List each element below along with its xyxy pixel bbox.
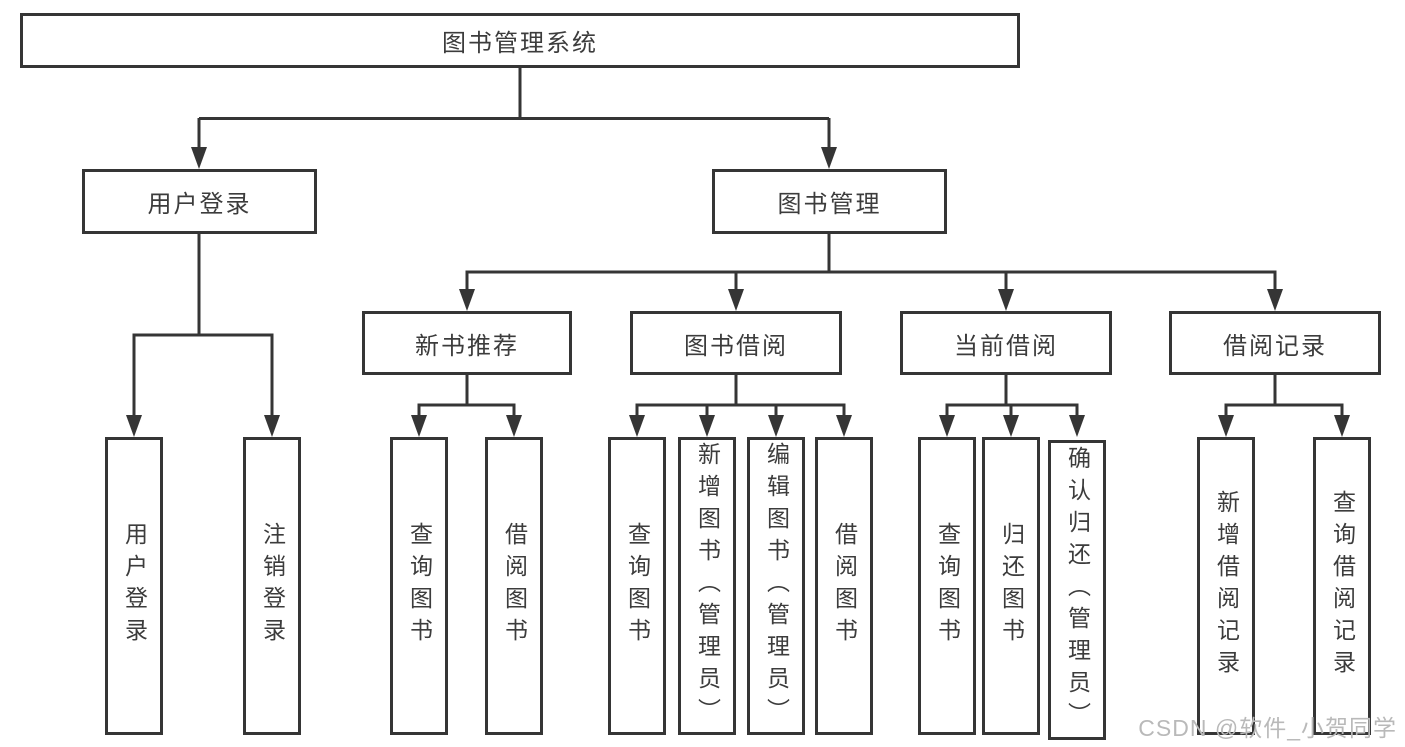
leaf-edit-books-admin: 编辑图书（管理员）: [747, 437, 805, 735]
leaf-label: 查询图书: [624, 522, 651, 650]
connectors-user-login-branch: [126, 234, 280, 437]
node-label: 图书管理系统: [442, 30, 598, 57]
connectors-borrowing-records: [1218, 375, 1350, 437]
leaf-label: 编辑图书（管理员）: [763, 442, 790, 730]
connectors-book-management-to-level3: [459, 234, 1283, 311]
leaf-query-borrow-record: 查询借阅记录: [1313, 437, 1371, 735]
connectors-current-borrowing: [939, 375, 1085, 437]
node-label: 新书推荐: [415, 332, 519, 360]
leaf-query-books-current: 查询图书: [918, 437, 976, 735]
node-label: 图书借阅: [684, 332, 788, 360]
leaf-borrow-books-borrowing: 借阅图书: [815, 437, 873, 735]
node-library-management-system: 图书管理系统: [20, 13, 1020, 68]
leaf-label: 新增图书（管理员）: [694, 442, 721, 730]
node-label: 图书管理: [777, 191, 882, 218]
leaf-label: 确认归还（管理员）: [1064, 446, 1091, 734]
node-label: 当前借阅: [954, 332, 1058, 360]
csdn-watermark: CSDN @软件_小贺同学: [1138, 715, 1397, 741]
leaf-user-login: 用户登录: [105, 437, 163, 735]
leaf-add-books-admin: 新增图书（管理员）: [678, 437, 736, 735]
leaf-confirm-return-admin: 确认归还（管理员）: [1048, 440, 1106, 740]
leaf-query-books-borrowing: 查询图书: [608, 437, 666, 735]
leaf-query-books-recommendation: 查询图书: [390, 437, 448, 735]
leaf-label: 新增借阅记录: [1213, 490, 1240, 682]
node-new-book-recommendation: 新书推荐: [362, 311, 572, 375]
connectors-book-borrowing: [629, 375, 852, 437]
leaf-label: 归还图书: [998, 522, 1025, 650]
connectors-new-book-recommendation: [411, 375, 522, 437]
connectors-root-to-level2: [191, 68, 837, 169]
leaf-return-books: 归还图书: [982, 437, 1040, 735]
leaf-label: 用户登录: [121, 522, 148, 650]
node-user-login-branch: 用户登录: [82, 169, 317, 234]
leaf-label: 查询借阅记录: [1329, 490, 1356, 682]
leaf-logout: 注销登录: [243, 437, 301, 735]
node-label: 用户登录: [147, 191, 252, 218]
leaf-label: 查询图书: [934, 522, 961, 650]
leaf-add-borrow-record: 新增借阅记录: [1197, 437, 1255, 735]
node-label: 借阅记录: [1223, 332, 1327, 360]
leaf-borrow-books-recommendation: 借阅图书: [485, 437, 543, 735]
leaf-label: 查询图书: [406, 522, 433, 650]
leaf-label: 借阅图书: [831, 522, 858, 650]
leaf-label: 借阅图书: [501, 522, 528, 650]
node-book-management-branch: 图书管理: [712, 169, 947, 234]
node-current-borrowing: 当前借阅: [900, 311, 1112, 375]
leaf-label: 注销登录: [259, 522, 286, 650]
node-book-borrowing: 图书借阅: [630, 311, 842, 375]
node-borrowing-records: 借阅记录: [1169, 311, 1381, 375]
